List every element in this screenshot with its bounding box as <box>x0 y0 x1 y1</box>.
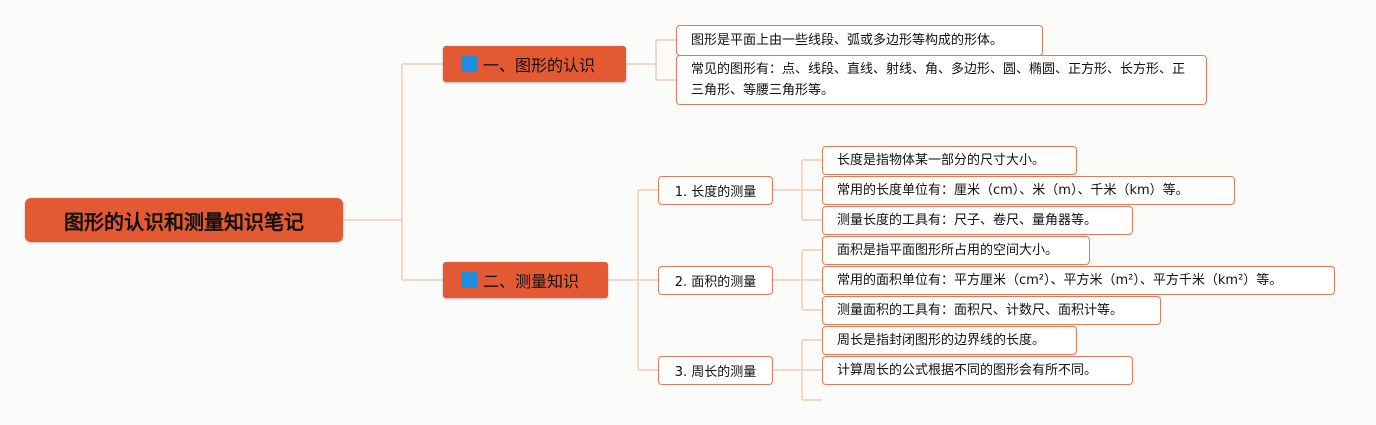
leaf-text: 测量面积的工具有：面积尺、计数尺、面积计等。 <box>837 303 1124 318</box>
leaf-perimeter-formula[interactable]: 计算周长的公式根据不同的图形会有所不同。 <box>822 356 1133 385</box>
leaf-length-units[interactable]: 常用的长度单位有：厘米（cm）、米（m）、千米（km）等。 <box>822 176 1235 205</box>
branch-figure-recognition[interactable]: 一、图形的认识 <box>443 46 626 82</box>
leaf-area-tools[interactable]: 测量面积的工具有：面积尺、计数尺、面积计等。 <box>822 296 1161 325</box>
branch-label: 一、图形的认识 <box>483 56 596 75</box>
leaf-length-definition[interactable]: 长度是指物体某一部分的尺寸大小。 <box>822 146 1077 175</box>
branch-measurement[interactable]: 二、测量知识 <box>443 262 608 298</box>
leaf-text: 常用的面积单位有：平方厘米（cm²）、平方米（m²）、平方千米（km²）等。 <box>837 273 1283 288</box>
sub-area-measurement[interactable]: 2. 面积的测量 <box>658 266 773 295</box>
sub-length-measurement[interactable]: 1. 长度的测量 <box>658 176 773 205</box>
leaf-length-tools[interactable]: 测量长度的工具有：尺子、卷尺、量角器等。 <box>822 206 1133 235</box>
branch-label: 二、测量知识 <box>483 272 580 291</box>
leaf-text: 周长是指封闭图形的边界线的长度。 <box>837 333 1046 348</box>
leaf-text: 常见的图形有：点、线段、直线、射线、角、多边形、圆、椭圆、正方形、长方形、正三角… <box>691 62 1186 98</box>
leaf-text: 面积是指平面图形所占用的空间大小。 <box>837 243 1059 258</box>
sub-label: 2. 面积的测量 <box>674 275 757 290</box>
leaf-figure-definition[interactable]: 图形是平面上由一些线段、弧或多边形等构成的形体。 <box>676 25 1043 56</box>
flag-icon <box>461 272 477 288</box>
root-topic-label: 图形的认识和测量知识笔记 <box>64 209 304 234</box>
flag-icon <box>461 56 477 72</box>
leaf-text: 测量长度的工具有：尺子、卷尺、量角器等。 <box>837 213 1098 228</box>
sub-label: 3. 周长的测量 <box>674 365 757 380</box>
leaf-text: 常用的长度单位有：厘米（cm）、米（m）、千米（km）等。 <box>837 183 1189 198</box>
sub-perimeter-measurement[interactable]: 3. 周长的测量 <box>658 356 773 385</box>
root-topic[interactable]: 图形的认识和测量知识笔记 <box>25 198 343 242</box>
leaf-text: 长度是指物体某一部分的尺寸大小。 <box>837 153 1046 168</box>
leaf-text: 计算周长的公式根据不同的图形会有所不同。 <box>837 363 1098 378</box>
leaf-text: 图形是平面上由一些线段、弧或多边形等构成的形体。 <box>691 33 1004 48</box>
leaf-area-units[interactable]: 常用的面积单位有：平方厘米（cm²）、平方米（m²）、平方千米（km²）等。 <box>822 266 1335 295</box>
leaf-perimeter-definition[interactable]: 周长是指封闭图形的边界线的长度。 <box>822 326 1077 355</box>
leaf-common-figures[interactable]: 常见的图形有：点、线段、直线、射线、角、多边形、圆、椭圆、正方形、长方形、正三角… <box>676 55 1207 105</box>
leaf-area-definition[interactable]: 面积是指平面图形所占用的空间大小。 <box>822 236 1090 265</box>
sub-label: 1. 长度的测量 <box>674 185 757 200</box>
